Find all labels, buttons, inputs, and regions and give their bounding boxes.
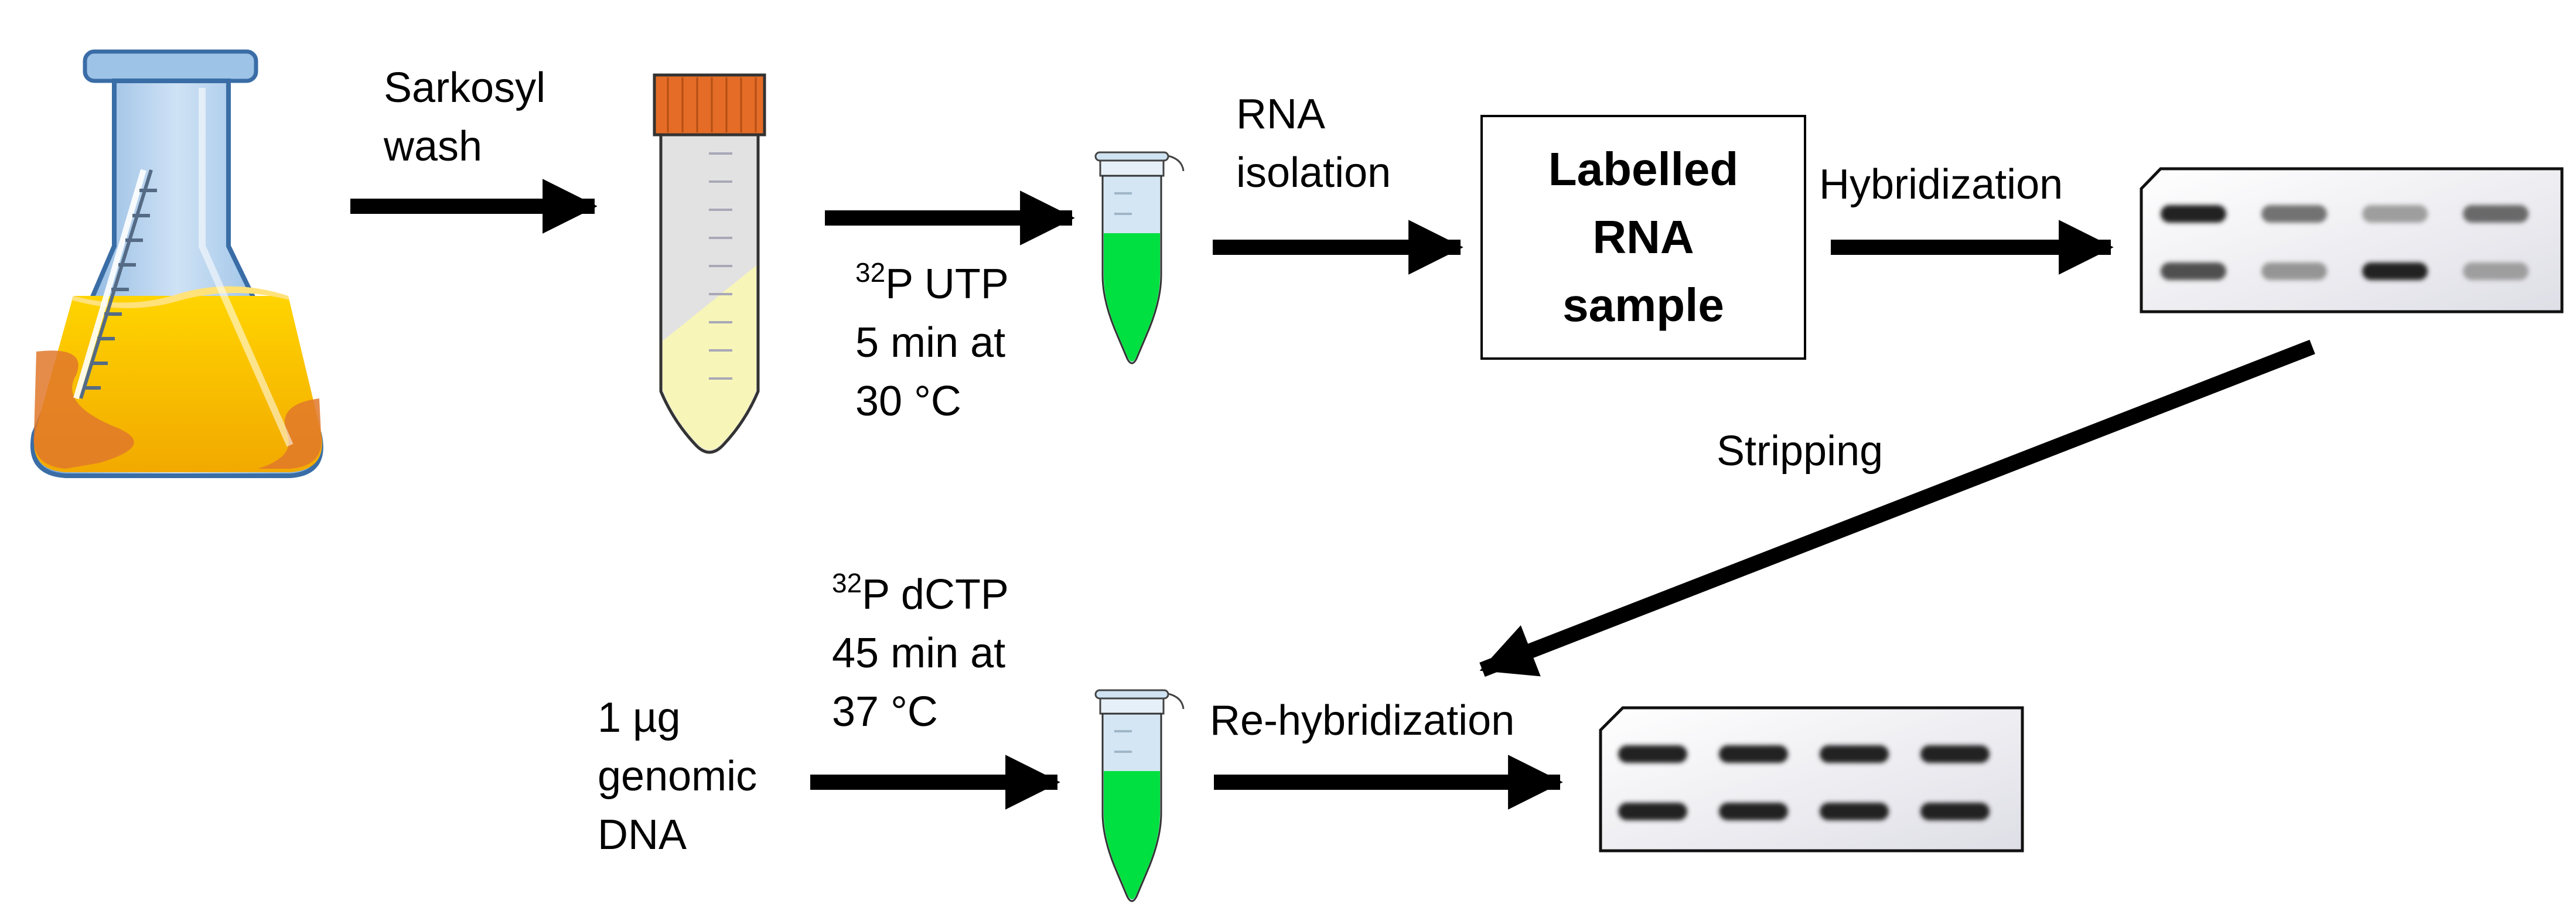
blot-band bbox=[2362, 262, 2428, 280]
blot-band bbox=[1820, 745, 1889, 763]
arrow-stripping bbox=[1479, 339, 2315, 677]
blot-band bbox=[2161, 262, 2226, 280]
blot-band bbox=[2362, 205, 2428, 223]
arrows bbox=[350, 179, 2315, 810]
microtube-icon bbox=[1094, 151, 1185, 364]
blot-band bbox=[2161, 205, 2226, 223]
labelled-rna-sample-box: Labelled RNA sample bbox=[1480, 115, 1806, 360]
stripping-label: Stripping bbox=[1717, 428, 1884, 475]
blot-band bbox=[1618, 803, 1687, 820]
falcon-tube-icon bbox=[653, 73, 766, 454]
utp-label: 32P UTP 5 min at 30 °C bbox=[855, 257, 1009, 425]
blot-band bbox=[2463, 205, 2529, 223]
blot-band bbox=[1618, 745, 1687, 763]
dctp-label: 32P dCTP 45 min at 37 °C bbox=[832, 568, 1009, 735]
blot-band bbox=[1920, 803, 1990, 820]
blot-band bbox=[1719, 803, 1788, 820]
blot-band bbox=[2463, 262, 2529, 280]
blot-band bbox=[2261, 262, 2327, 280]
blot-band bbox=[1920, 745, 1990, 763]
blot-membrane-icon bbox=[1599, 706, 2024, 853]
blot-band bbox=[1820, 803, 1889, 820]
blot-membrane-icon bbox=[2140, 167, 2564, 313]
rehybridization-label: Re-hybridization bbox=[1210, 697, 1515, 744]
flask-icon bbox=[30, 49, 323, 478]
microtube-icon bbox=[1094, 689, 1185, 902]
hybridization-label: Hybridization bbox=[1819, 161, 2063, 208]
blot-band bbox=[1719, 745, 1788, 763]
blot-band bbox=[2261, 205, 2327, 223]
